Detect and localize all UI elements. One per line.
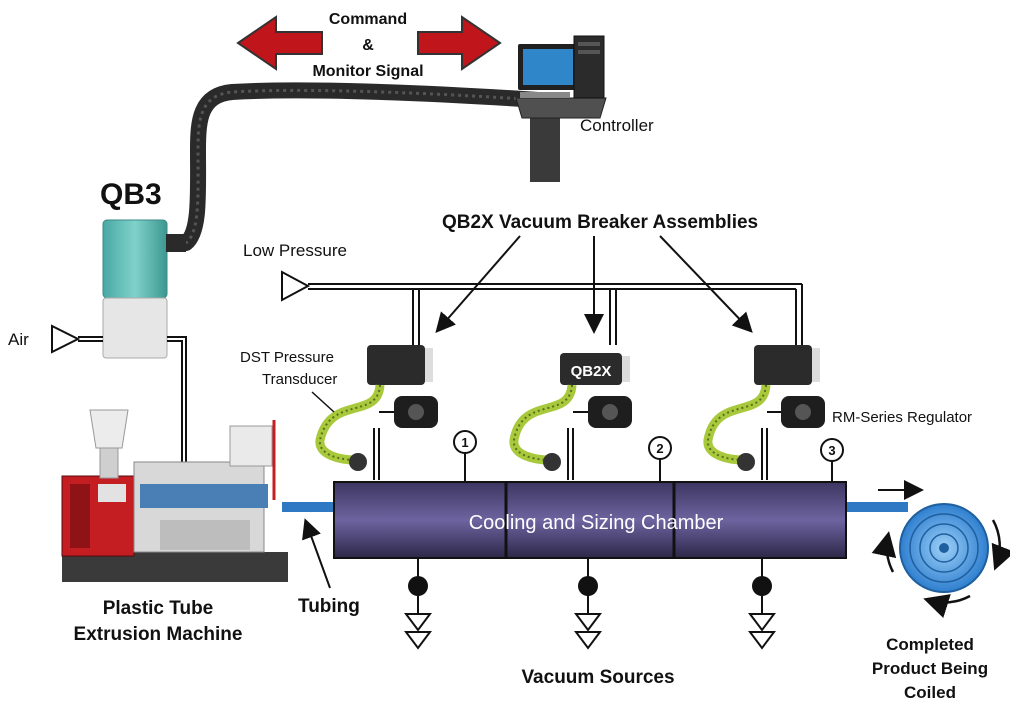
chamber-label: Cooling and Sizing Chamber (469, 512, 724, 534)
computer-stand (530, 114, 560, 182)
tubing-line-out (846, 502, 908, 512)
vacuum-source-2 (574, 558, 602, 650)
qb2x-assembly-3 (703, 345, 825, 480)
cooling-chamber (333, 481, 847, 559)
vacuum-source-1 (404, 558, 432, 650)
low-pressure-label: Low Pressure (243, 241, 347, 260)
coil-label-line2: Product Being (872, 659, 988, 678)
dst-label-line1: DST Pressure (240, 349, 334, 366)
qb3-label: QB3 (100, 178, 162, 211)
coil-label-line3: Coiled (904, 683, 956, 702)
extruder-label-line1: Plastic Tube (103, 598, 214, 619)
tubing-label: Tubing (298, 596, 360, 617)
coil-label-line1: Completed (886, 635, 974, 654)
qb2x-assemblies-label: QB2X Vacuum Breaker Assemblies (442, 212, 758, 233)
tubing-pointer (302, 518, 331, 589)
qb2x-assembly-1 (315, 345, 438, 480)
port-marker-3 (820, 438, 844, 482)
extrusion-machine (61, 409, 288, 582)
qb2x-badge: QB2X (571, 363, 612, 380)
dst-pointer (311, 391, 335, 413)
right-arrow-icon (417, 15, 502, 71)
controller-label: Controller (580, 116, 654, 135)
computer-tower-icon (573, 35, 605, 99)
port-number-1: 1 (461, 435, 468, 450)
controller-computer (515, 35, 607, 182)
left-arrow-icon (236, 15, 323, 71)
air-source-icon (51, 324, 81, 354)
pointer-arrow-3 (659, 235, 753, 333)
extruder-label-line2: Extrusion Machine (74, 624, 243, 645)
regulator-label: RM-Series Regulator (832, 409, 972, 426)
signal-label-line3: Monitor Signal (312, 63, 423, 80)
pointer-arrow-1 (435, 235, 521, 334)
low-pressure-line (308, 283, 803, 345)
tubing-line-in (282, 502, 334, 512)
air-label: Air (8, 330, 29, 349)
qb2x-assembly-2 (509, 353, 632, 480)
product-coil (899, 503, 989, 593)
dst-label-line2: Transducer (262, 371, 337, 388)
rotation-arrows-icon (871, 519, 1010, 618)
signal-label-line1: Command (329, 11, 407, 28)
signal-arrows (236, 15, 502, 71)
port-marker-2 (648, 436, 672, 482)
signal-label-line2: & (362, 37, 374, 54)
low-pressure-source-icon (281, 270, 311, 302)
vacuum-sources-label: Vacuum Sources (521, 667, 674, 688)
port-marker-1 (453, 430, 477, 482)
qb3-unit (102, 219, 186, 359)
port-number-2: 2 (656, 441, 663, 456)
vacuum-source-3 (748, 558, 776, 650)
port-number-3: 3 (828, 443, 835, 458)
